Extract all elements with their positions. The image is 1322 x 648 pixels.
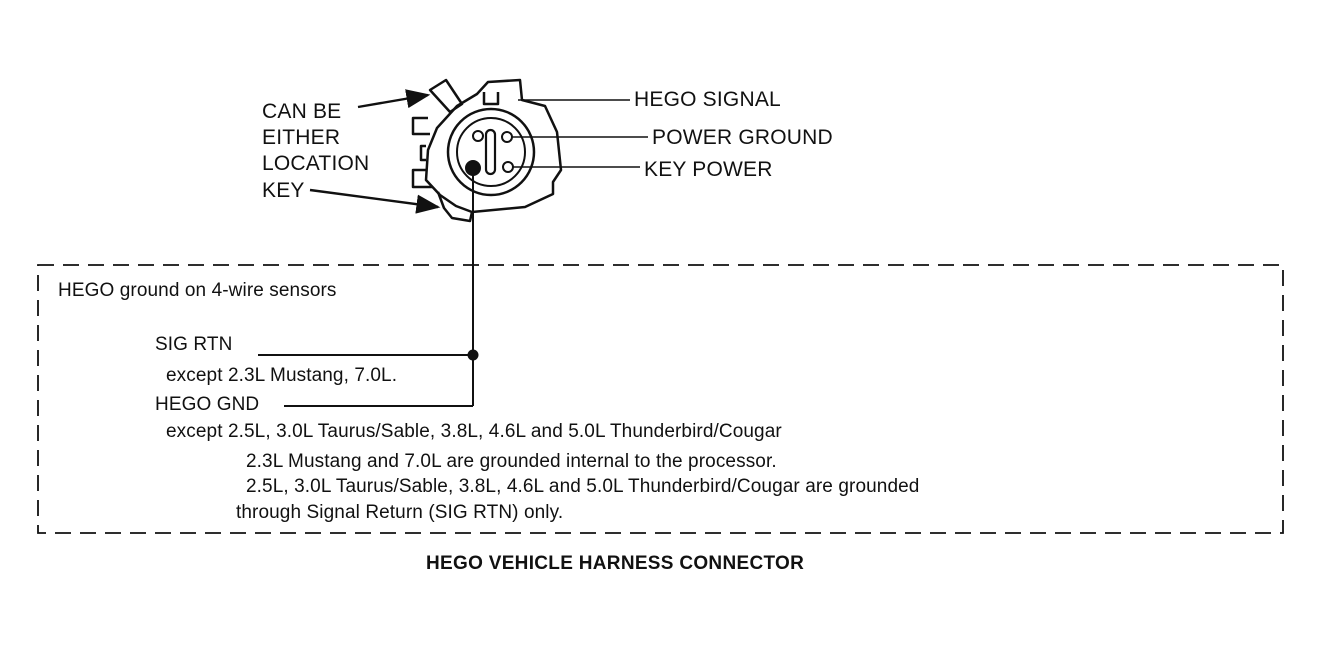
key-arrows <box>309 89 441 214</box>
dashed-box <box>37 264 1284 534</box>
pin-leaders <box>512 99 648 168</box>
footnote-3: through Signal Return (SIG RTN) only. <box>236 502 564 523</box>
pin-blade <box>484 128 497 176</box>
key-note-line-4: KEY <box>262 179 305 202</box>
hego-gnd-label: HEGO GND <box>155 394 260 415</box>
key-power-label: KEY POWER <box>644 158 773 181</box>
hego-gnd-note: except 2.5L, 3.0L Taurus/Sable, 3.8L, 4.… <box>166 421 782 442</box>
footnote-1: 2.3L Mustang and 7.0L are grounded inter… <box>246 451 777 472</box>
key-note-line-1: CAN BE <box>262 100 342 123</box>
hego-signal-label: HEGO SIGNAL <box>634 88 781 111</box>
diagram-caption: HEGO VEHICLE HARNESS CONNECTOR <box>426 553 805 574</box>
sig-rtn-label: SIG RTN <box>155 334 233 355</box>
key-note-line-3: LOCATION <box>262 152 370 175</box>
box-heading: HEGO ground on 4-wire sensors <box>58 280 337 301</box>
footnote-2: 2.5L, 3.0L Taurus/Sable, 3.8L, 4.6L and … <box>246 476 920 497</box>
ground-wire <box>258 168 479 407</box>
power-ground-label: POWER GROUND <box>652 126 833 149</box>
connector-body <box>411 78 563 223</box>
key-note-line-2: EITHER <box>262 126 341 149</box>
pin-power-ground <box>501 131 513 143</box>
junction-dot <box>467 349 479 361</box>
pin-key-power <box>502 161 514 173</box>
sig-rtn-note: except 2.3L Mustang, 7.0L. <box>166 365 398 386</box>
pin-hego-signal <box>472 130 484 142</box>
